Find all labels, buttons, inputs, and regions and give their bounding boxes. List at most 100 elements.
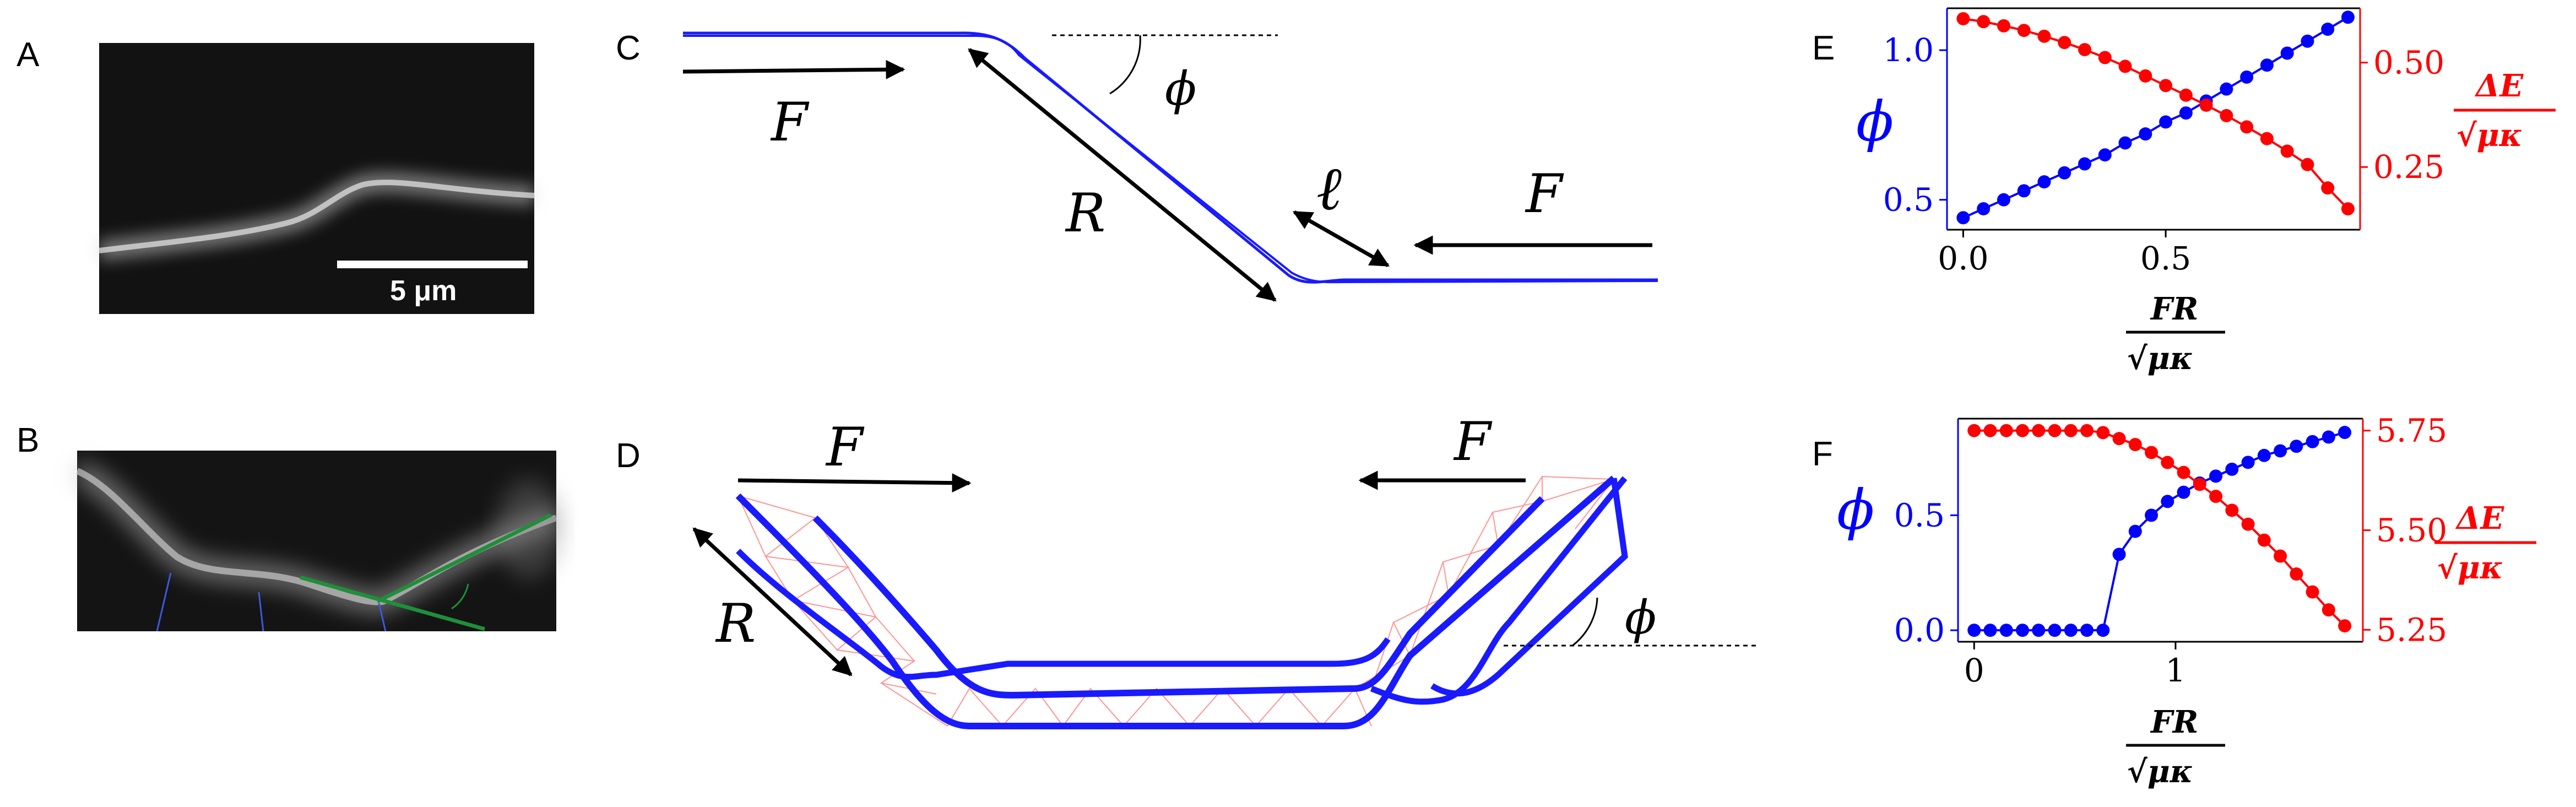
panel-label-b: B <box>17 421 39 459</box>
panel-label-e: E <box>1812 29 1835 67</box>
chart-f-point-left <box>2161 495 2174 508</box>
chart-e-point-left <box>2139 127 2152 141</box>
chart-f-x-tick-label: 1 <box>2165 652 2185 689</box>
chart-f-point-right <box>2225 503 2239 517</box>
chart-e-point-left <box>1956 211 1970 225</box>
chart-e-point-right <box>2220 109 2233 122</box>
chart-f-point-left <box>2306 435 2319 448</box>
chart-f-y-right-tick-label: 5.25 <box>2376 611 2447 648</box>
chart-f-point-right <box>2177 465 2190 479</box>
panel-label-c: C <box>616 29 641 67</box>
angle-phi-c: ϕ <box>1165 62 1196 116</box>
chart-e-point-right <box>2321 181 2335 195</box>
chart-f-point-left <box>2241 456 2255 469</box>
chart-f-point-right <box>1999 424 2013 437</box>
chart-f-point-left <box>2225 462 2239 476</box>
chart-f-point-right <box>2161 456 2174 469</box>
chart-e-point-right <box>2159 79 2173 93</box>
radius-arrow-c <box>968 48 1277 302</box>
chart-f-point-right <box>2241 517 2255 531</box>
chart-f-point-left <box>2128 524 2142 538</box>
chart-e-point-left <box>2260 58 2274 72</box>
angle-phi-d: ϕ <box>1625 591 1656 644</box>
chart-e-point-left <box>2301 34 2314 48</box>
chart-e-point-right <box>2098 51 2112 64</box>
chart-f-point-right <box>2080 424 2094 437</box>
length-arrow <box>1292 210 1390 268</box>
chart-e-y-right-tick-label: 0.25 <box>2373 148 2444 186</box>
force-arrow-d-left <box>737 473 972 493</box>
force-label-d-left: F <box>825 416 865 478</box>
force-arrow-left <box>682 59 905 79</box>
chart-e-x-den: √μκ <box>2127 340 2193 377</box>
chart-e-y-right-num: ΔE <box>2474 68 2524 104</box>
chart-f-y-right-tick-label: 5.75 <box>2376 412 2447 449</box>
schematic-d: ϕ F F R <box>692 411 1757 729</box>
chart-e-point-right <box>1956 12 1970 25</box>
chart-f-point-right <box>2209 490 2223 503</box>
chart-f-y-left-tick-label: 0.5 <box>1894 496 1945 534</box>
chart-e-point-left <box>2118 136 2132 150</box>
chart-e-point-right <box>2058 36 2071 50</box>
chart-e-point-right <box>2179 88 2193 102</box>
chart-f-point-right <box>2016 424 2030 437</box>
chart-f-point-right <box>2145 446 2159 459</box>
chart-f-y-right-den: √μκ <box>2437 550 2503 586</box>
chart-f-point-right <box>2290 567 2303 581</box>
chart-f-point-left <box>2257 448 2271 462</box>
panel-label-a: A <box>17 36 40 74</box>
chart-f-point-right <box>1967 424 1981 437</box>
chart-f-point-left <box>2290 440 2303 453</box>
chart-f-point-left <box>1999 624 2013 637</box>
schematic-c: ϕ F R ℓ F <box>682 31 1658 302</box>
chart-f-point-left <box>1967 624 1981 637</box>
chart-e-point-left <box>2017 184 2031 198</box>
chart-e-point-right <box>2037 29 2051 43</box>
chart-e-point-left <box>1977 202 1991 215</box>
chart-e-point-left <box>2058 166 2071 180</box>
chart-f-y-right-num: ΔE <box>2455 500 2504 537</box>
chart-e-point-right <box>2341 202 2355 216</box>
chart-e-y-left-tick-label: 1.0 <box>1883 31 1934 69</box>
chart-f-point-right <box>2048 424 2062 437</box>
chart-f-x-tick-label: 0 <box>1964 652 1984 689</box>
chart-f-point-right <box>2096 426 2110 440</box>
chart-f-point-left <box>2032 624 2046 637</box>
chart-e-point-left <box>2098 148 2112 162</box>
chart-f-point-left <box>2338 426 2352 440</box>
chart-f-point-right <box>2322 603 2335 617</box>
chart-f-point-right <box>2128 438 2142 452</box>
chart-e-point-left <box>2220 82 2233 96</box>
chart-e-point-left <box>2240 70 2254 84</box>
chart-e-point-right <box>2301 158 2314 171</box>
chart-e-point-left <box>2037 175 2051 189</box>
radius-arrow-d <box>692 527 853 676</box>
chart-f-point-left <box>1983 624 1997 637</box>
radius-label-c: R <box>1065 182 1105 244</box>
scale-bar-label: 5 μm <box>390 275 457 307</box>
chart-f-point-left <box>2048 624 2062 637</box>
force-label-left: F <box>770 91 810 153</box>
chart-e-point-right <box>1977 15 1991 29</box>
chart-f-point-left <box>2145 508 2159 522</box>
chart-e-point-right <box>2078 43 2091 57</box>
chart-f-point-right <box>2257 533 2271 547</box>
chart-e-point-right <box>2139 69 2152 83</box>
panel-label-f: F <box>1812 435 1833 473</box>
chart-e-point-right <box>2240 120 2254 134</box>
chart-f-point-left <box>2177 485 2190 499</box>
chart-f-point-left <box>2080 624 2094 637</box>
chart-f-y-left-tick-label: 0.0 <box>1894 611 1945 649</box>
length-label: ℓ <box>1316 153 1342 224</box>
chart-f-point-right <box>2193 478 2206 491</box>
chart-e-point-right <box>1997 19 2010 33</box>
chart-e-point-right <box>2260 132 2274 145</box>
chart-f-x-den: √μκ <box>2127 754 2193 790</box>
chart-f-point-left <box>2016 624 2030 637</box>
chart-f-point-right <box>2032 424 2046 437</box>
chart-f-series-line-left <box>1974 431 2345 632</box>
chart-e-x-tick-label: 0.0 <box>1938 240 1988 277</box>
chart-f-point-left <box>2209 469 2223 483</box>
chart-f-point-right <box>2338 619 2352 633</box>
